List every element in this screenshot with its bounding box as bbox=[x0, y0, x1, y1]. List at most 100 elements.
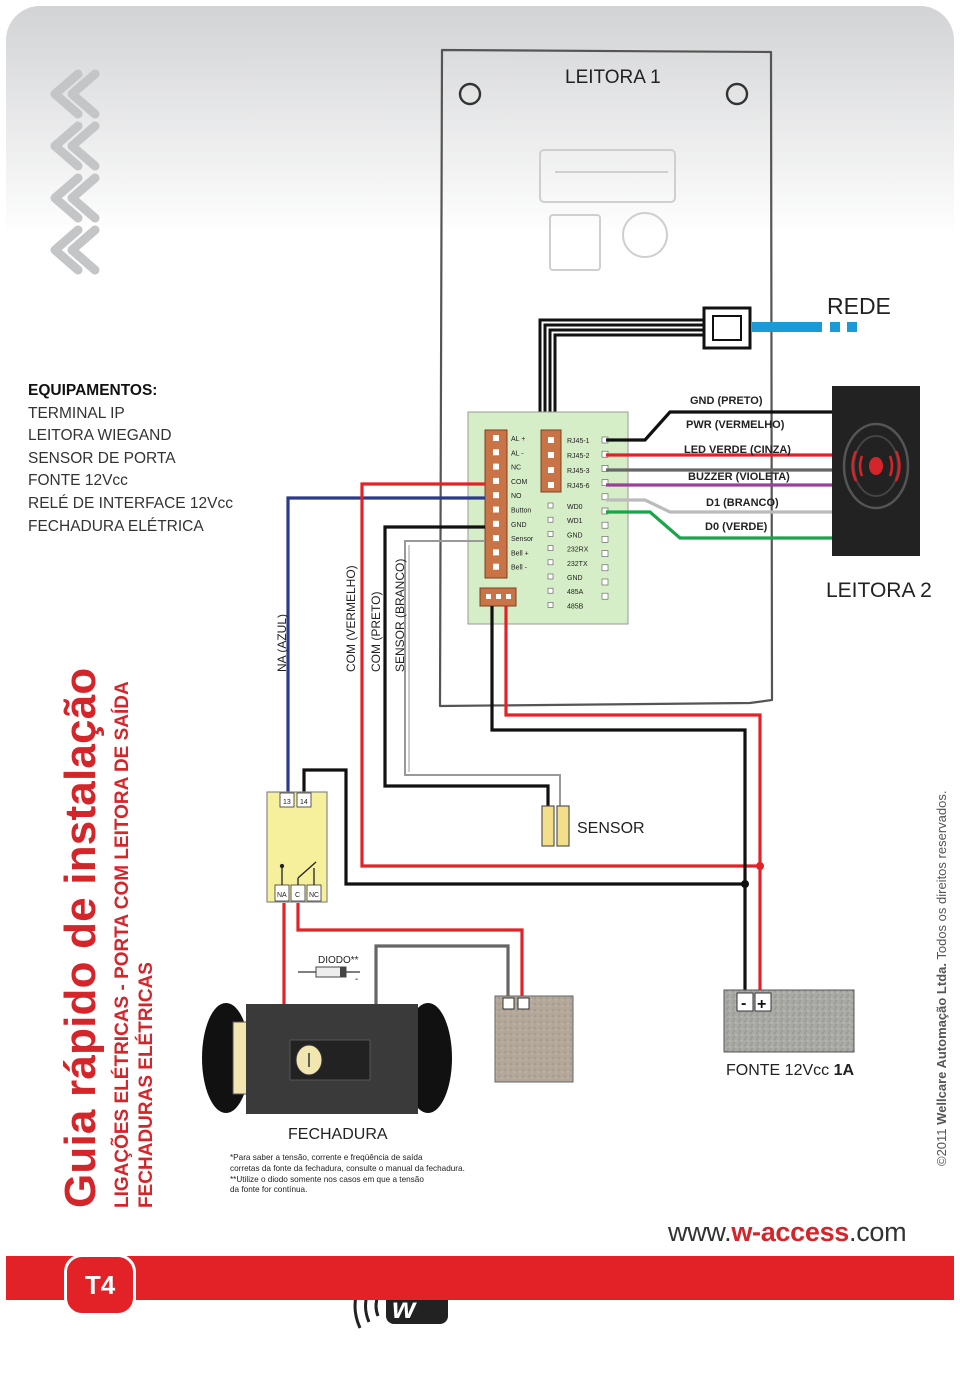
equipment-item: SENSOR DE PORTA bbox=[28, 449, 176, 467]
board-pin-label: NC bbox=[511, 465, 521, 472]
board-pin bbox=[601, 592, 609, 600]
io-pin-label: 232RX bbox=[567, 547, 589, 554]
reader2-sensor-icon bbox=[842, 422, 910, 510]
terminal-pin bbox=[493, 535, 499, 542]
footnote: *Para saber a tensão, corrente e freqüên… bbox=[230, 1153, 465, 1196]
io-pin bbox=[547, 516, 554, 523]
wire-psu-plus bbox=[504, 606, 762, 994]
terminal-pin bbox=[493, 477, 499, 484]
board-pin bbox=[601, 536, 609, 543]
wire-label-com-preto: COM (PRETO) bbox=[369, 592, 383, 672]
footnote-line: corretas da fonte da fechadura, consulte… bbox=[230, 1163, 465, 1173]
io-pin bbox=[547, 559, 554, 566]
board-pin-label: Bell + bbox=[511, 550, 529, 557]
relay-pin-13: 13 bbox=[283, 799, 291, 806]
sensor-label: SENSOR bbox=[577, 820, 645, 837]
relay-module bbox=[266, 791, 328, 903]
guide-subtitle-2: FECHADURAS ELÉTRICAS bbox=[136, 962, 157, 1208]
board-pin-label: AL - bbox=[511, 450, 524, 457]
reader1-label: LEITORA 1 bbox=[565, 67, 661, 88]
wire-relay-14 bbox=[302, 768, 745, 886]
psu-minus-label: - bbox=[741, 995, 746, 1012]
reader2-wire-label: PWR (VERMELHO) bbox=[686, 419, 785, 431]
reader2-wire-label: BUZZER (VIOLETA) bbox=[688, 471, 790, 483]
io-pin-label: 232TX bbox=[567, 561, 588, 568]
io-pin-label: 485A bbox=[567, 589, 584, 596]
wire-com-vermelho bbox=[360, 482, 760, 868]
network-label: REDE bbox=[827, 293, 891, 319]
equipment-item: TERMINAL IP bbox=[28, 404, 125, 422]
equipment-item: RELÉ DE INTERFACE 12Vcc bbox=[28, 494, 234, 512]
rj45-pin bbox=[548, 437, 554, 443]
lock-label: FECHADURA bbox=[288, 1126, 388, 1143]
io-pin bbox=[547, 545, 554, 551]
psu-label: FONTE 12Vcc 1A bbox=[726, 1062, 854, 1079]
screw-right-icon bbox=[725, 82, 749, 106]
board-pin bbox=[601, 564, 609, 572]
io-pin bbox=[547, 602, 554, 608]
rj45-terminal-strip bbox=[540, 429, 562, 493]
terminal-pin bbox=[493, 563, 499, 570]
wire-com-preto bbox=[383, 525, 550, 806]
board-pin-label: AL + bbox=[511, 436, 525, 443]
wire-label-com-vermelho: COM (VERMELHO) bbox=[344, 565, 358, 672]
board-pin-label: COM bbox=[511, 479, 528, 486]
rj45-pin bbox=[548, 467, 554, 473]
footnote-line: *Para saber a tensão, corrente e freqüên… bbox=[230, 1153, 423, 1162]
board-pin-label: Bell - bbox=[511, 565, 528, 572]
guide-subtitle-1: LIGAÇÕES ELÉTRICAS - PORTA COM LEITORA D… bbox=[112, 681, 133, 1208]
equipment-item: LEITORA WIEGAND bbox=[28, 427, 172, 445]
equipment-item: FONTE 12Vcc bbox=[28, 472, 128, 490]
io-pin bbox=[547, 587, 554, 594]
wire-lock-gray bbox=[374, 944, 510, 1004]
io-pin bbox=[547, 531, 554, 537]
network-dashed-line bbox=[752, 322, 857, 332]
io-pin-label: GND bbox=[567, 532, 583, 539]
terminal-pin bbox=[493, 435, 499, 441]
board-pin bbox=[601, 550, 609, 557]
wire-na-azul bbox=[286, 496, 485, 792]
wire-relay-c bbox=[296, 903, 524, 998]
terminal-pin bbox=[493, 520, 499, 527]
terminal-pin bbox=[493, 463, 499, 470]
rj45-pin-label: RJ45-6 bbox=[567, 483, 590, 490]
relay-switch-icon bbox=[279, 861, 317, 885]
terminal-ip-outline bbox=[438, 48, 774, 708]
io-pin-label: GND bbox=[567, 575, 583, 582]
io-pin-label: 485B bbox=[567, 603, 584, 610]
wire-gnd-preto bbox=[606, 410, 832, 442]
terminal-pin bbox=[493, 449, 499, 456]
relay-pin-nc: NC bbox=[309, 892, 319, 899]
board-pin-label: NO bbox=[511, 493, 522, 500]
electric-lock-icon bbox=[202, 1003, 452, 1114]
footnote-line: **Utilize o diodo somente nos casos em q… bbox=[230, 1174, 424, 1184]
io-pin-label: WD1 bbox=[567, 518, 583, 525]
rj45-pin bbox=[548, 482, 554, 488]
board-pin bbox=[601, 521, 609, 529]
board-pin bbox=[601, 578, 609, 586]
reader2-label: LEITORA 2 bbox=[826, 579, 932, 602]
website-link[interactable]: www.w-access.com bbox=[668, 1217, 907, 1247]
terminal-pin bbox=[493, 492, 499, 499]
io-pin bbox=[547, 502, 554, 509]
wire-d0-verde bbox=[606, 510, 832, 540]
guide-badge: T4 bbox=[64, 1254, 136, 1316]
rj45-pin bbox=[548, 452, 554, 458]
board-pin-label: GND bbox=[511, 522, 527, 529]
copyright: ©2011 Wellcare Automação Ltda. Todos os … bbox=[934, 790, 949, 1166]
equipment-item: FECHADURA ELÉTRICA bbox=[28, 517, 204, 535]
door-sensor-icon bbox=[541, 805, 570, 847]
equipment-list: EQUIPAMENTOS: TERMINAL IP LEITORA WIEGAN… bbox=[28, 380, 233, 538]
relay-pin-na: NA bbox=[277, 892, 287, 899]
wire-psu-minus bbox=[490, 606, 747, 994]
board-pin-label: Sensor bbox=[511, 536, 534, 543]
relay-pin-c: C bbox=[295, 892, 300, 899]
board-pin bbox=[601, 479, 609, 486]
screw-left-icon bbox=[458, 82, 482, 106]
reader2-wire-label: GND (PRETO) bbox=[690, 395, 763, 407]
rj45-pin-label: RJ45-1 bbox=[567, 438, 590, 445]
relay-pin-14: 14 bbox=[300, 799, 308, 806]
io-pin-label: WD0 bbox=[567, 504, 583, 511]
footer-band bbox=[6, 1256, 954, 1300]
